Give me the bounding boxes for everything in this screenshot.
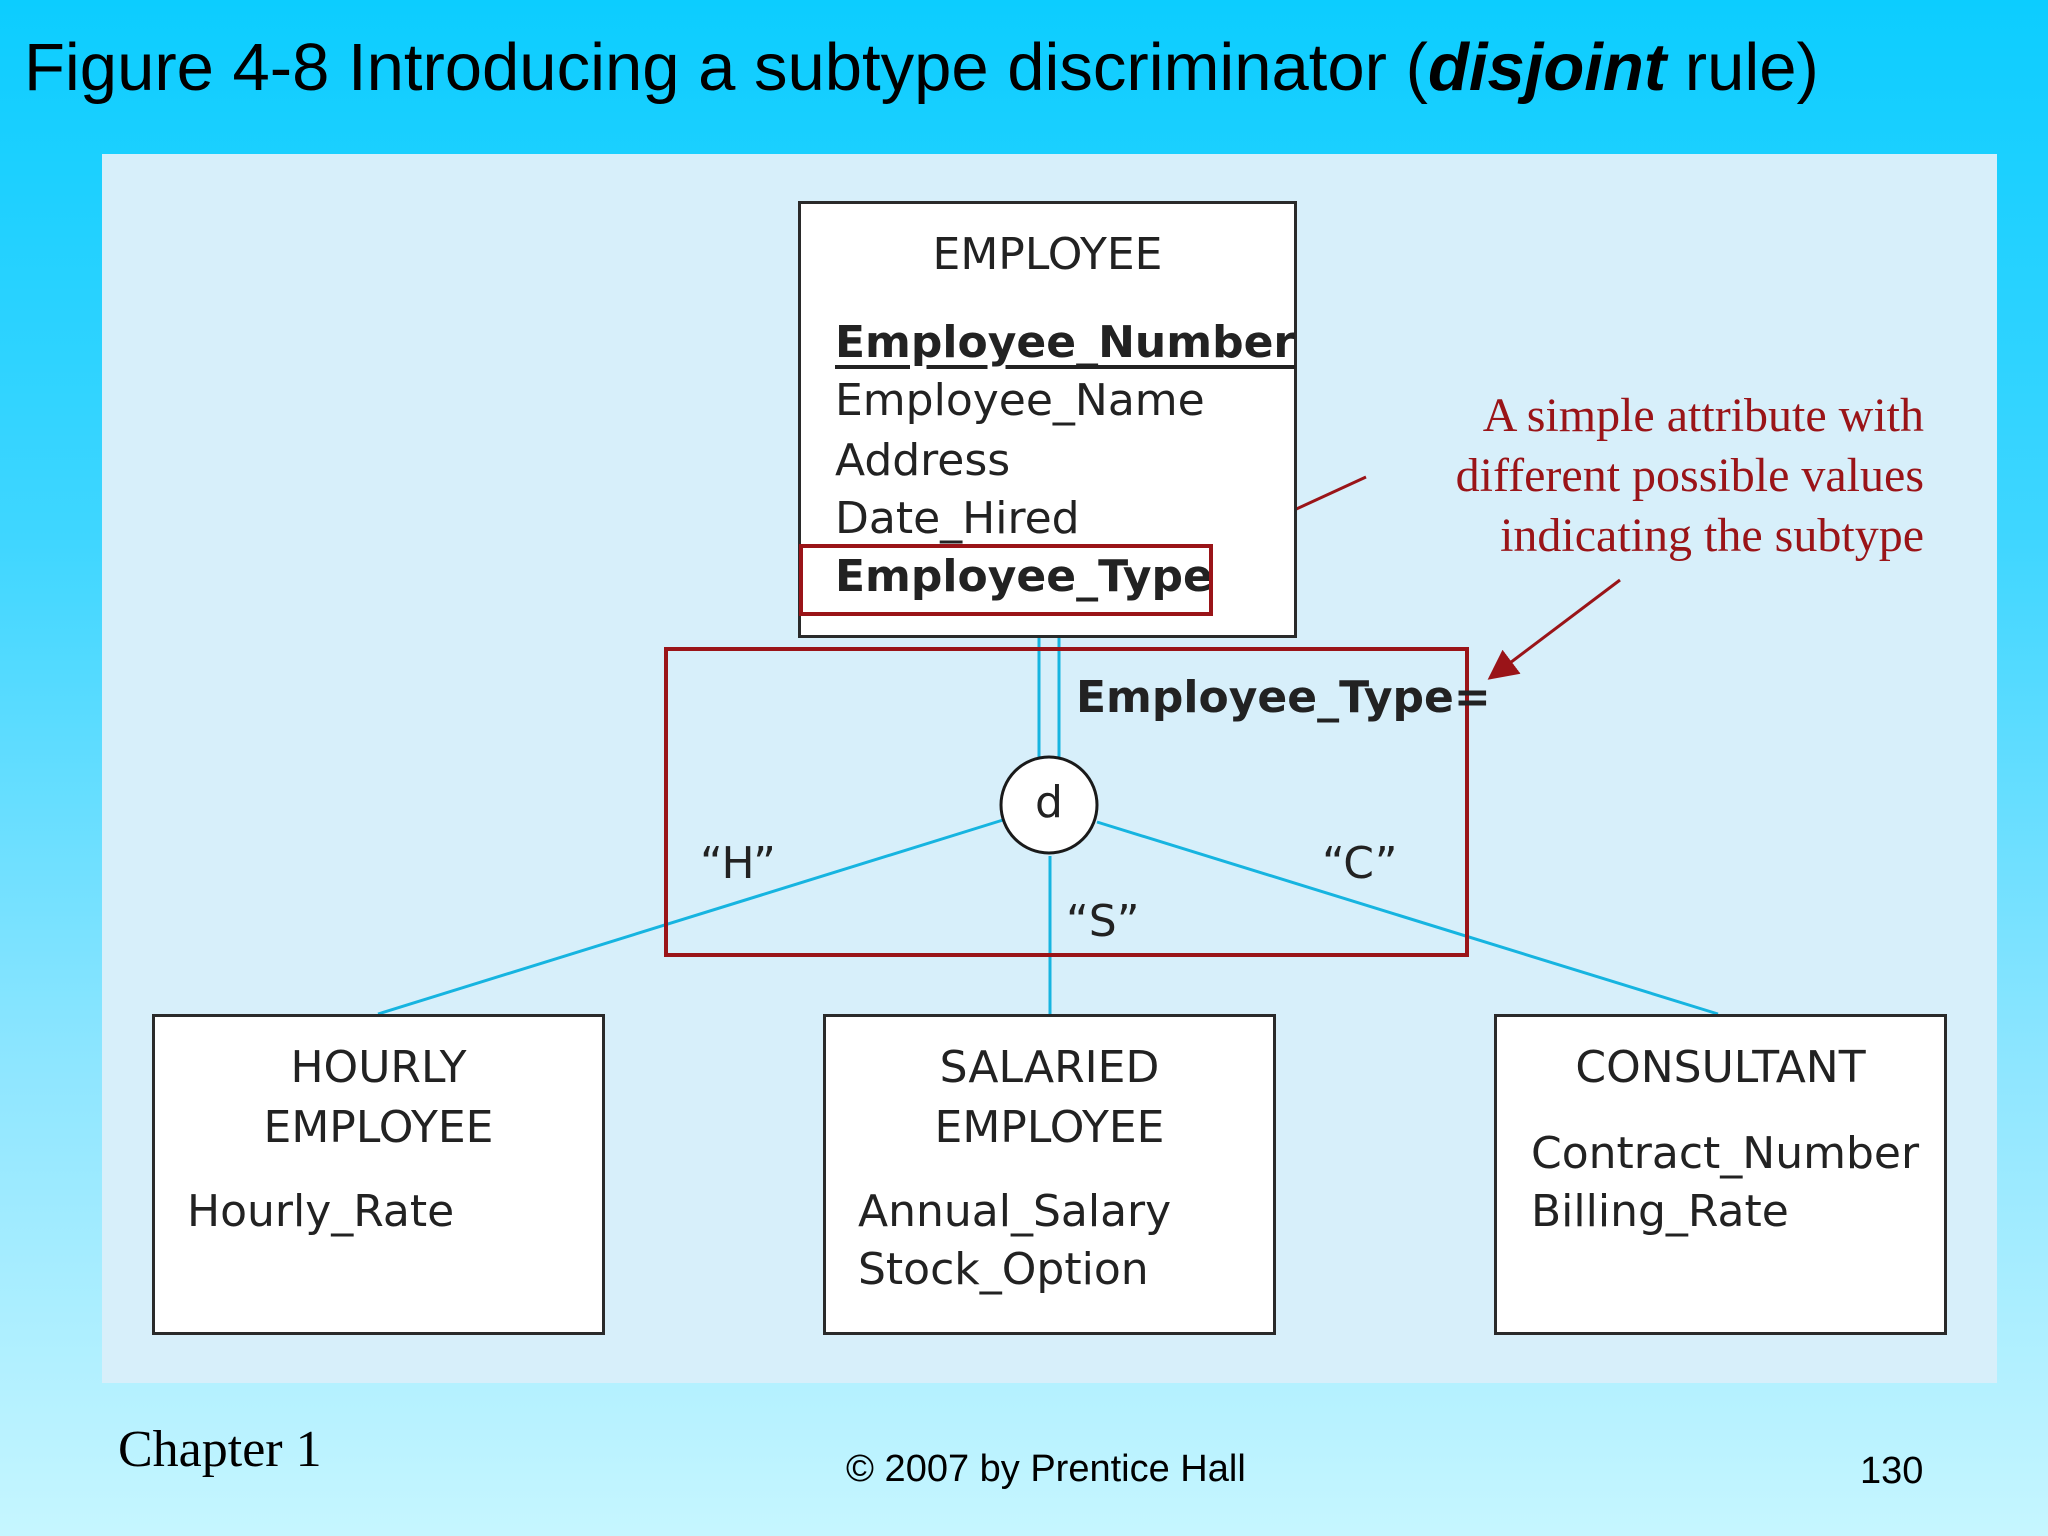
entity-employee-title: EMPLOYEE bbox=[932, 229, 1163, 280]
connector-consultant bbox=[1096, 820, 1719, 1016]
subtype-value-salaried: “S” bbox=[1066, 896, 1140, 947]
annotation-text: A simple attribute with different possib… bbox=[1456, 386, 1924, 566]
employee-identifier: Employee_Number bbox=[835, 317, 1296, 368]
employee-discriminator-attribute: Employee_Type bbox=[835, 551, 1213, 602]
title-prefix: Figure 4-8 Introducing a subtype discrim… bbox=[24, 30, 1428, 105]
connector-hourly bbox=[377, 818, 1004, 1016]
footer-chapter: Chapter 1 bbox=[118, 1421, 322, 1478]
consultant-attribute: Billing_Rate bbox=[1531, 1186, 1789, 1237]
entity-consultant[interactable]: CONSULTANT Contract_Number Billing_Rate bbox=[1494, 1014, 1947, 1335]
entity-salaried-title-line1: SALARIED bbox=[939, 1042, 1160, 1093]
entity-salaried-employee[interactable]: SALARIED EMPLOYEE Annual_Salary Stock_Op… bbox=[823, 1014, 1276, 1335]
disjoint-circle bbox=[999, 755, 1099, 855]
title-emphasis: disjoint bbox=[1427, 30, 1667, 105]
entity-consultant-title: CONSULTANT bbox=[1575, 1042, 1866, 1093]
discriminator-highlight-box bbox=[664, 647, 1469, 957]
entity-salaried-title-line2: EMPLOYEE bbox=[934, 1102, 1165, 1153]
title-suffix: rule) bbox=[1666, 30, 1819, 105]
slide-title: Figure 4-8 Introducing a subtype discrim… bbox=[24, 24, 1819, 112]
entity-hourly-employee[interactable]: HOURLY EMPLOYEE Hourly_Rate bbox=[152, 1014, 605, 1335]
subtype-value-hourly: “H” bbox=[700, 838, 776, 889]
employee-attribute: Address bbox=[835, 435, 1011, 486]
salaried-attribute: Annual_Salary bbox=[858, 1186, 1172, 1237]
employee-attribute: Employee_Name bbox=[835, 375, 1205, 426]
annotation-line: indicating the subtype bbox=[1500, 509, 1924, 562]
salaried-attribute: Stock_Option bbox=[858, 1244, 1149, 1295]
disjoint-symbol: d bbox=[1035, 777, 1063, 828]
entity-employee[interactable]: EMPLOYEE Employee_Number Employee_Name A… bbox=[798, 201, 1297, 638]
discriminator-label: Employee_Type= bbox=[1076, 672, 1491, 723]
annotation-arrow-box bbox=[1487, 578, 1621, 680]
consultant-attribute: Contract_Number bbox=[1531, 1128, 1920, 1179]
entity-hourly-title-line1: HOURLY bbox=[290, 1042, 467, 1093]
discriminator-attribute-highlight bbox=[799, 544, 1213, 616]
footer-page-number: 130 bbox=[1860, 1450, 1924, 1492]
employee-attribute: Date_Hired bbox=[835, 493, 1080, 544]
subtype-value-consultant: “C” bbox=[1322, 838, 1398, 889]
hourly-attribute: Hourly_Rate bbox=[187, 1186, 455, 1237]
entity-hourly-title-line2: EMPLOYEE bbox=[263, 1102, 494, 1153]
footer-copyright: © 2007 by Prentice Hall bbox=[846, 1448, 1246, 1490]
annotation-line: A simple attribute with bbox=[1482, 389, 1924, 442]
annotation-line: different possible values bbox=[1455, 449, 1924, 502]
